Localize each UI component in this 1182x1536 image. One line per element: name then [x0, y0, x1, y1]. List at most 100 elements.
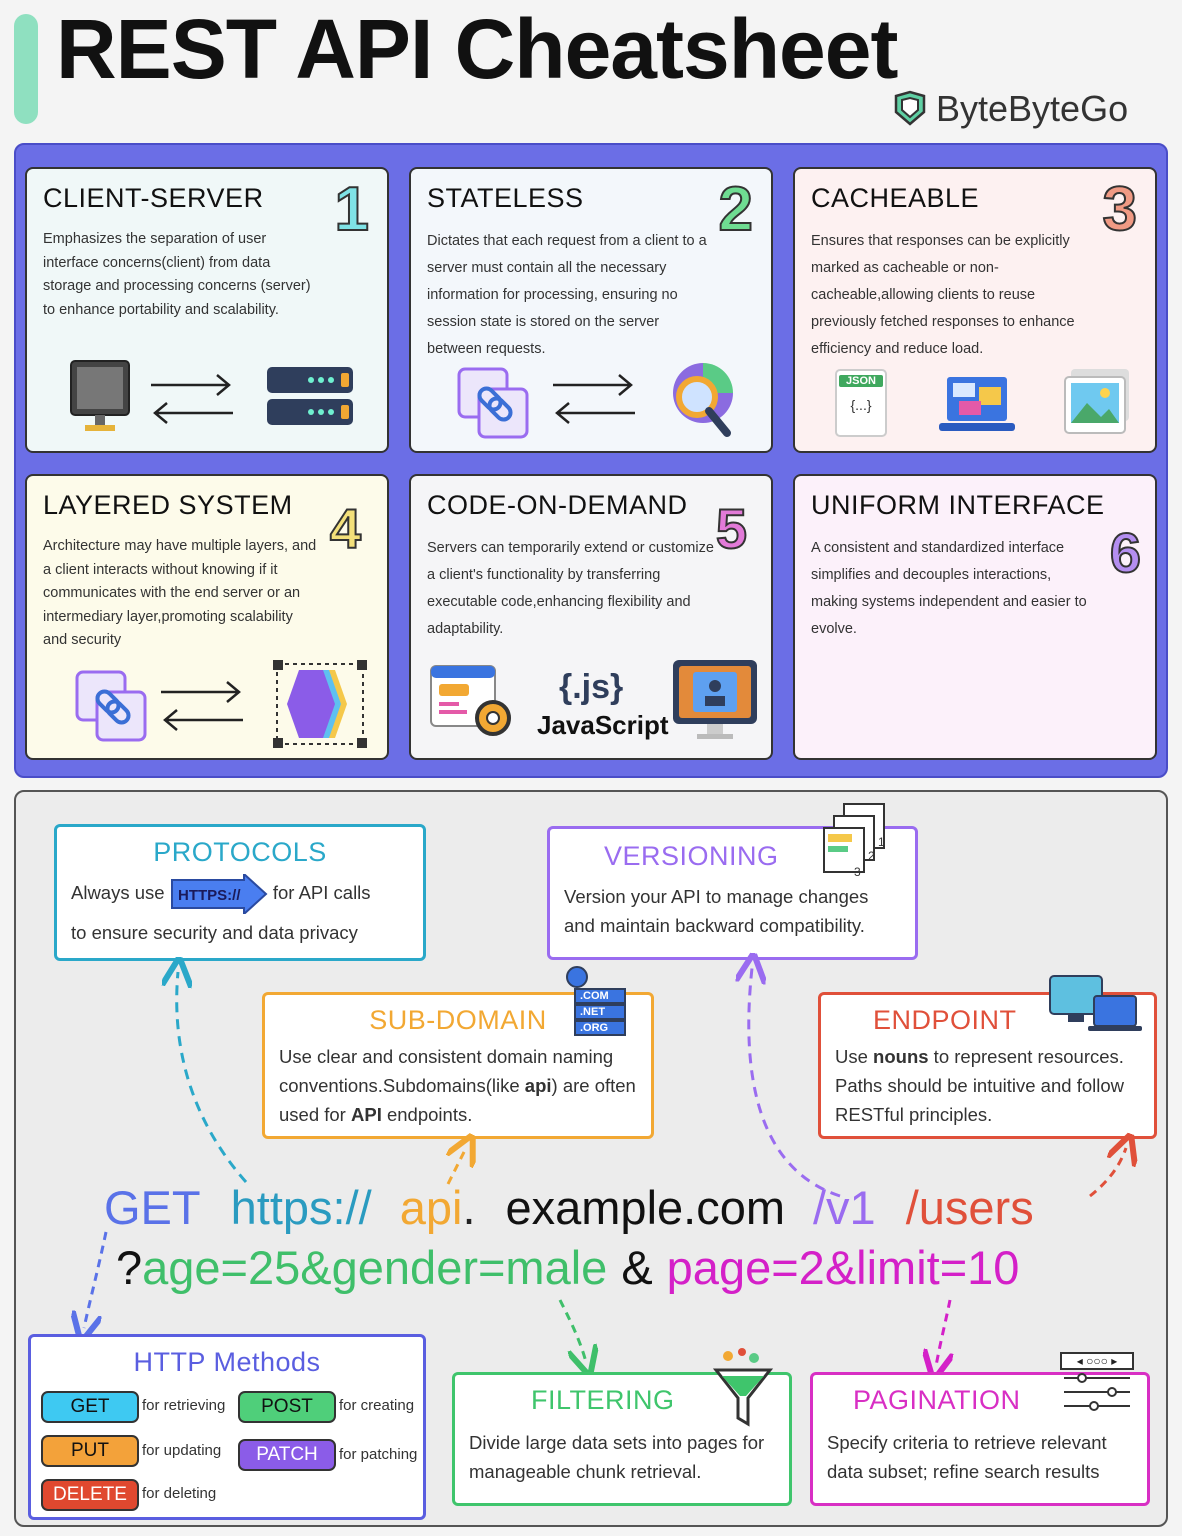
server-icon — [267, 367, 353, 425]
brand: ByteByteGo — [892, 88, 1128, 130]
domain-org: .ORG — [574, 1020, 626, 1036]
subdomain-text: Use clear and consistent domain naming c… — [279, 1042, 637, 1129]
method-put: PUT — [41, 1435, 139, 1467]
json-file-icon: JSON {...} — [835, 369, 887, 437]
principle-title: LAYERED SYSTEM — [43, 490, 293, 520]
url-resource: /users — [905, 1181, 1034, 1234]
principle-text: Dictates that each request from a client… — [427, 233, 707, 357]
endpoint-text: Use nouns to represent resources. Paths … — [835, 1042, 1140, 1129]
sliders-icon — [1064, 1373, 1130, 1411]
subdomain-bold-b: API — [351, 1104, 382, 1125]
endpoint-bold: nouns — [873, 1046, 929, 1067]
principle-text: A consistent and standardized interface … — [811, 540, 1087, 637]
principle-text: Emphasizes the separation of user interf… — [43, 231, 311, 318]
filtering-title: FILTERING — [531, 1385, 675, 1415]
svg-text:1: 1 — [878, 835, 885, 849]
subdomain-text-b: ) are often used for — [279, 1075, 636, 1125]
domain-net: .NET — [574, 1004, 626, 1020]
devices-icon — [1049, 975, 1142, 1031]
principle-number: 2 — [718, 175, 755, 244]
pagination-dots: ◂ ○○○ ▸ — [1060, 1352, 1134, 1370]
two-way-arrows-icon — [151, 374, 233, 424]
http-methods-title: HTTP Methods — [133, 1347, 321, 1377]
principle-card-code-on-demand: CODE-ON-DEMAND 5 Servers can temporarily… — [409, 474, 773, 760]
pagination-text: Specify criteria to retrieve relevant da… — [827, 1432, 1107, 1482]
url-line-2: ?age=25&gender=male&page=2&limit=10 — [116, 1240, 1033, 1296]
method-get: GET — [41, 1391, 139, 1423]
principle-text: Servers can temporarily extend or custom… — [427, 540, 714, 637]
pagination-controls-icon: ◂ ○○○ ▸ — [1060, 1352, 1134, 1419]
svg-text:2: 2 — [868, 849, 875, 863]
principle-text: Architecture may have multiple layers, a… — [43, 538, 317, 648]
endpoint-text-a: Use — [835, 1046, 874, 1067]
url-method: GET — [104, 1181, 201, 1234]
js-name: JavaScript — [537, 710, 669, 740]
protocols-text: Always use HTTPS:// for API calls to ens… — [71, 871, 409, 951]
principle-number: 1 — [334, 175, 371, 244]
versions-stack-icon: 2 1 3 — [823, 803, 885, 879]
pagination-title: PAGINATION — [853, 1385, 1021, 1415]
funnel-icon — [712, 1348, 774, 1427]
method-patch-desc: for patching — [339, 1446, 418, 1463]
principle-title: CLIENT-SERVER — [43, 183, 264, 213]
endpoint-title: ENDPOINT — [873, 1005, 1017, 1035]
principle-number: 3 — [1102, 175, 1139, 244]
method-get-desc: for retrieving — [142, 1397, 226, 1414]
https-badge-text: HTTPS:// — [178, 887, 241, 904]
http-methods-box: HTTP Methods GET for retrieving POST for… — [28, 1334, 426, 1520]
principle-text: Ensures that responses can be explicitly… — [811, 233, 1075, 357]
method-post-desc: for creating — [339, 1397, 415, 1414]
url-domain: example.com — [505, 1181, 786, 1234]
principle-number: 4 — [329, 497, 362, 561]
principle-title: CACHEABLE — [811, 183, 980, 213]
chain-link-icon — [457, 367, 529, 439]
protocols-text-before: Always use — [71, 882, 165, 903]
data-analysis-icon — [673, 363, 733, 437]
method-delete: DELETE — [41, 1479, 139, 1511]
monitor-icon — [70, 360, 130, 431]
protocols-box: PROTOCOLS Always use HTTPS:// for API ca… — [54, 824, 426, 961]
domain-com: .COM — [574, 988, 626, 1004]
method-put-desc: for updating — [142, 1442, 222, 1459]
principle-number: 5 — [715, 497, 748, 561]
method-delete-desc: for deleting — [142, 1485, 217, 1502]
principle-card-client-server: CLIENT-SERVER 1 Emphasizes the separatio… — [25, 167, 389, 453]
protocols-title: PROTOCOLS — [153, 837, 327, 867]
url-scheme: https:// — [230, 1181, 372, 1234]
subdomain-bold-a: api — [524, 1075, 552, 1096]
two-way-arrows-icon — [553, 374, 635, 424]
url-subdomain-dot: . — [462, 1181, 476, 1234]
title-accent-bar — [14, 14, 38, 124]
principle-title: CODE-ON-DEMAND — [427, 490, 688, 520]
protocols-text-after: for API calls — [272, 882, 371, 903]
globe-icon — [566, 966, 588, 988]
filtering-text: Divide large data sets into pages for ma… — [469, 1432, 765, 1482]
svg-text:3: 3 — [854, 865, 861, 879]
principle-card-uniform-interface: UNIFORM INTERFACE 6 A consistent and sta… — [793, 474, 1157, 760]
method-patch: PATCH — [238, 1439, 336, 1471]
principle-card-layered-system: LAYERED SYSTEM 4 Architecture may have m… — [25, 474, 389, 760]
principle-title: STATELESS — [427, 183, 584, 213]
laptop-icon — [939, 377, 1015, 431]
subdomain-title: SUB-DOMAIN — [369, 1005, 547, 1035]
js-logo: {.js} — [559, 668, 624, 706]
versioning-title: VERSIONING — [604, 841, 779, 871]
url-filter: age=25&gender=male — [142, 1241, 608, 1294]
subdomain-text-c: endpoints. — [381, 1104, 473, 1125]
code-gear-icon — [430, 665, 511, 736]
image-gallery-icon — [1064, 369, 1129, 434]
subdomain-text-a: Use clear and consistent domain naming c… — [279, 1046, 614, 1096]
principle-number: 6 — [1109, 521, 1142, 585]
developer-monitor-icon — [673, 660, 757, 739]
layers-icon — [273, 660, 367, 748]
https-badge-icon: HTTPS:// — [170, 871, 268, 917]
versioning-box: VERSIONING Version your API to manage ch… — [547, 826, 918, 960]
url-subdomain: api — [399, 1181, 463, 1234]
json-badge: JSON — [839, 375, 883, 387]
two-way-arrows-icon — [161, 681, 243, 731]
url-query-mark: ? — [116, 1241, 143, 1294]
url-paging: page=2&limit=10 — [666, 1241, 1020, 1294]
principle-card-stateless: STATELESS 2 Dictates that each request f… — [409, 167, 773, 453]
